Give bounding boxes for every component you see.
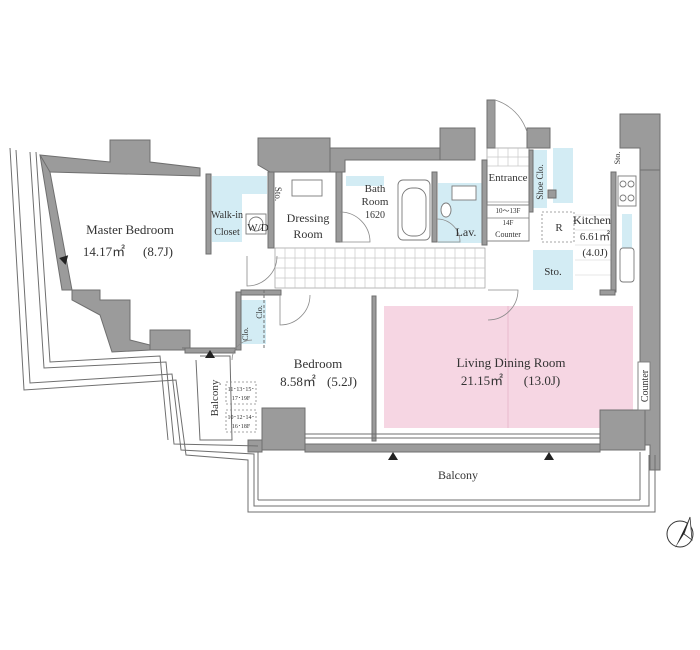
triangle-up-icon	[544, 452, 554, 460]
triangle-up-icon	[388, 452, 398, 460]
lav-label: Lav.	[456, 225, 477, 239]
master-bedroom-name: Master Bedroom	[86, 222, 174, 237]
master-bedroom-area: 14.17㎡	[83, 244, 125, 259]
floors-a-line1: 11･13･15･	[228, 387, 255, 393]
kitchen-storage-highlight	[533, 250, 573, 290]
bed-closet-highlight	[240, 300, 266, 344]
master-bedroom-label: Master Bedroom 14.17㎡ (8.7J)	[83, 222, 174, 259]
floors-a-line2: 17･19F	[232, 396, 251, 402]
windows	[182, 290, 600, 439]
counter-highlight	[622, 214, 632, 272]
dressing-line2: Room	[293, 227, 323, 241]
walkin-line1: Walk-in	[211, 210, 243, 221]
living-jo: (13.0J)	[524, 373, 560, 388]
fixtures	[245, 175, 651, 411]
walkin-highlight	[212, 176, 267, 194]
living-name: Living Dining Room	[456, 355, 565, 370]
floor-note-box-b	[225, 409, 257, 433]
floor-note-box-a	[225, 381, 257, 405]
master-bedroom-jo: (8.7J)	[143, 244, 173, 259]
north-arrow-icon	[666, 516, 694, 548]
bedroom-area: 8.58㎡	[280, 374, 316, 389]
wd-label: W/D	[247, 222, 268, 234]
triangle-up-icon	[205, 350, 215, 358]
counter-hall-mid: 14F	[503, 219, 514, 227]
balcony-bottom-label: Balcony	[438, 468, 478, 482]
bath-size: 1620	[365, 210, 385, 221]
hallway-tiles	[274, 247, 486, 289]
walkin-line2: Closet	[214, 227, 240, 238]
kitchen-jo: (4.0J)	[582, 247, 608, 259]
sto-small-label: Sto.	[273, 187, 283, 201]
sto-kitchen-label: Sto.	[544, 266, 562, 278]
bedroom-jo: (5.2J)	[327, 374, 357, 389]
balcony-left-label: Balcony	[209, 379, 221, 416]
bath-line1: Bath	[365, 183, 386, 195]
entrance-label: Entrance	[488, 172, 527, 184]
door-swings	[231, 99, 528, 361]
clo2-label: Clo.	[241, 327, 250, 341]
kitchen-area: 6.61㎡	[580, 230, 610, 243]
refrigerator-label: R	[555, 222, 563, 234]
counter-living-label: Counter	[640, 369, 651, 402]
shoe-clo-label: Shoe Clo.	[535, 164, 545, 200]
clo-label: Clo.	[255, 305, 264, 319]
walls	[39, 99, 661, 471]
balcony-outlines	[9, 147, 656, 513]
bath-line2: Room	[362, 196, 389, 208]
floors-b-line1: 10･12･14･	[227, 415, 254, 421]
kitchen-name: Kitchen	[573, 213, 611, 227]
kitchen-tiles	[575, 214, 615, 276]
living-area: 21.15㎡	[461, 373, 503, 388]
counter-hall-bot: Counter	[495, 230, 521, 239]
sto-top-right-label: Sto.	[613, 152, 622, 165]
bath-highlight	[346, 176, 384, 186]
dressing-line1: Dressing	[287, 211, 330, 225]
bedroom-name: Bedroom	[294, 356, 342, 371]
triangle-up-icon	[59, 255, 69, 265]
floors-b-line2: 16･18F	[232, 424, 251, 430]
counter-hall-top: 10～13F	[496, 207, 521, 215]
shoe-highlight	[533, 150, 547, 208]
entry-storage-highlight	[553, 148, 573, 203]
